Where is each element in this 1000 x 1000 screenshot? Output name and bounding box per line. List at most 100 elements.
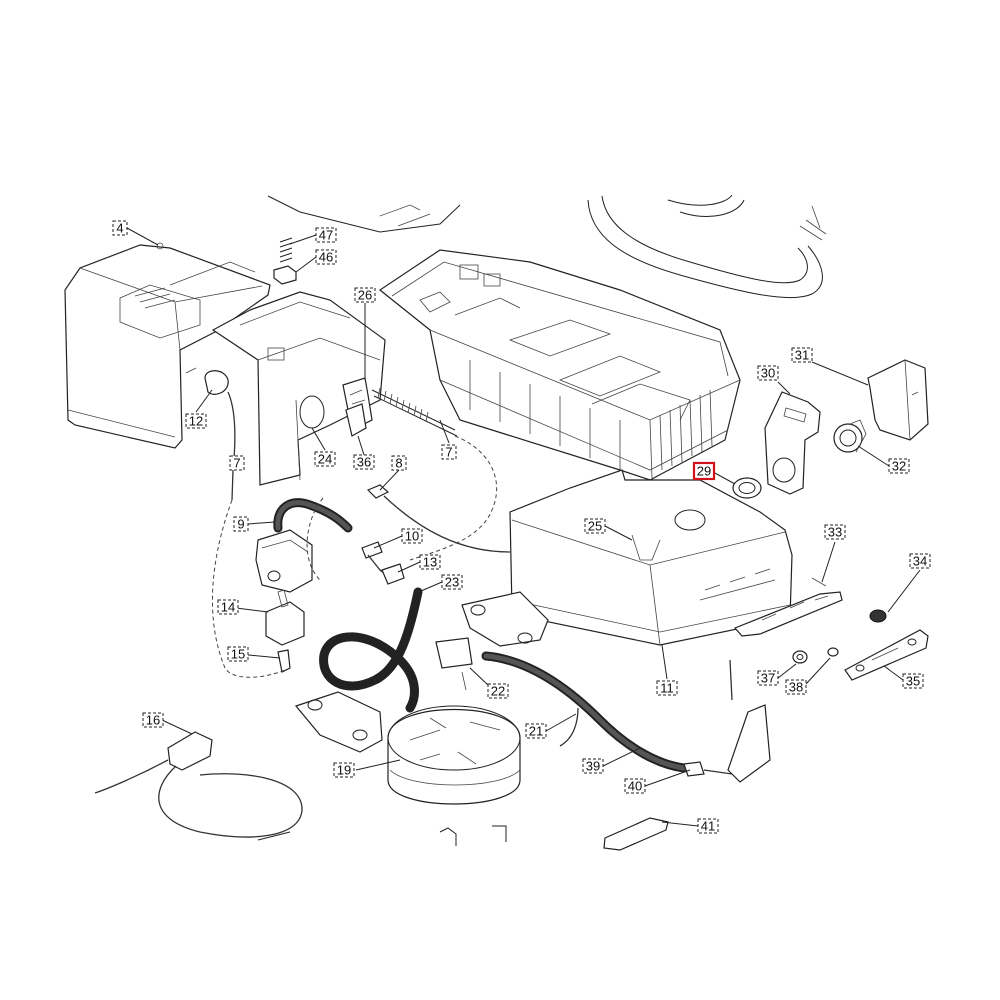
part-labels: 4 47 46 26 12 7 24 36 8 7 9 10 13 23 14 …	[112, 220, 931, 834]
label-46[interactable]: 46	[315, 249, 337, 265]
label-35[interactable]: 35	[902, 673, 924, 689]
svg-text:21: 21	[529, 724, 543, 739]
svg-text:12: 12	[189, 414, 203, 429]
part-21-wire	[559, 707, 579, 747]
part-47-spring	[279, 237, 293, 263]
label-11[interactable]: 11	[656, 680, 678, 696]
leader-lines	[126, 227, 921, 827]
part-24-frame	[211, 291, 386, 486]
label-33[interactable]: 33	[824, 524, 846, 540]
svg-text:24: 24	[318, 452, 332, 467]
svg-text:39: 39	[586, 759, 600, 774]
part-upper-tank	[378, 249, 741, 481]
label-47[interactable]: 47	[315, 227, 337, 243]
label-38[interactable]: 38	[785, 679, 807, 695]
label-19[interactable]: 19	[333, 762, 355, 778]
part-37-nut	[792, 650, 808, 664]
part-16-plug-cable	[94, 731, 303, 838]
svg-text:37: 37	[761, 671, 775, 686]
svg-text:10: 10	[405, 529, 419, 544]
part-46-clip	[273, 265, 297, 285]
label-29[interactable]: 29	[692, 461, 716, 481]
label-10[interactable]: 10	[401, 528, 423, 544]
svg-text:26: 26	[358, 288, 372, 303]
spiral-hose-fragment	[587, 194, 827, 299]
wiring-harness	[211, 435, 498, 678]
label-26[interactable]: 26	[354, 287, 376, 303]
part-32-fitting	[833, 419, 867, 453]
label-9[interactable]: 9	[233, 516, 249, 532]
svg-text:8: 8	[395, 456, 402, 471]
label-24[interactable]: 24	[314, 451, 336, 467]
label-13[interactable]: 13	[419, 554, 441, 570]
part-9-hose	[273, 498, 353, 533]
label-34[interactable]: 34	[909, 553, 931, 569]
svg-text:22: 22	[491, 684, 505, 699]
svg-text:35: 35	[906, 674, 920, 689]
svg-text:30: 30	[761, 366, 775, 381]
upper-mount-plate	[461, 591, 549, 647]
svg-text:31: 31	[795, 348, 809, 363]
svg-text:34: 34	[913, 554, 927, 569]
part-30-bracket	[764, 391, 821, 495]
svg-text:15: 15	[231, 647, 245, 662]
svg-text:29: 29	[697, 464, 711, 479]
label-7a[interactable]: 7	[229, 455, 245, 471]
part-38-cap	[827, 647, 839, 657]
label-32[interactable]: 32	[888, 458, 910, 474]
part-36-latch	[345, 403, 367, 437]
label-31[interactable]: 31	[791, 347, 813, 363]
lower-mount-plate	[294, 691, 383, 753]
part-4-housing	[64, 242, 271, 449]
svg-text:13: 13	[423, 555, 437, 570]
label-7b[interactable]: 7	[441, 444, 457, 460]
part-39-hose	[481, 651, 689, 773]
svg-text:4: 4	[116, 221, 123, 236]
label-8[interactable]: 8	[391, 455, 407, 471]
svg-text:33: 33	[828, 525, 842, 540]
svg-text:14: 14	[221, 600, 235, 615]
part-13-tee	[381, 563, 405, 585]
label-16[interactable]: 16	[142, 712, 164, 728]
svg-text:7: 7	[445, 445, 452, 460]
svg-text:32: 32	[892, 459, 906, 474]
part-22-fitting	[435, 637, 473, 691]
label-36[interactable]: 36	[353, 454, 375, 470]
label-21[interactable]: 21	[525, 723, 547, 739]
svg-text:41: 41	[701, 819, 715, 834]
part-12-coupling	[204, 370, 236, 501]
label-30[interactable]: 30	[757, 365, 779, 381]
svg-text:23: 23	[445, 575, 459, 590]
svg-text:47: 47	[319, 228, 333, 243]
label-4[interactable]: 4	[112, 220, 128, 236]
part-7-spring-rod	[371, 387, 458, 437]
label-39[interactable]: 39	[582, 758, 604, 774]
label-12[interactable]: 12	[185, 413, 207, 429]
bottom-fragments	[257, 825, 507, 846]
part-23-hose	[319, 587, 423, 713]
label-37[interactable]: 37	[757, 670, 779, 686]
part-14-switch	[265, 589, 305, 646]
label-40[interactable]: 40	[624, 778, 646, 794]
label-25[interactable]: 25	[584, 518, 606, 534]
part-8-probe	[366, 484, 511, 553]
label-41[interactable]: 41	[697, 818, 719, 834]
part-29-ring	[732, 477, 762, 499]
part-40-clamp	[683, 761, 705, 777]
top-cover-fragment	[267, 195, 461, 233]
part-31-cover	[867, 359, 929, 441]
part-19-motor	[387, 705, 521, 805]
part-35-plate	[844, 629, 929, 681]
label-14[interactable]: 14	[217, 599, 239, 615]
part-11-lower-tray	[509, 469, 793, 646]
label-23[interactable]: 23	[441, 574, 463, 590]
part-34-plug	[869, 609, 887, 623]
svg-text:38: 38	[789, 680, 803, 695]
part-9-pump	[255, 529, 313, 593]
svg-text:9: 9	[237, 517, 244, 532]
svg-text:25: 25	[588, 519, 602, 534]
main-cable	[703, 659, 771, 783]
label-22[interactable]: 22	[487, 683, 509, 699]
label-15[interactable]: 15	[227, 646, 249, 662]
